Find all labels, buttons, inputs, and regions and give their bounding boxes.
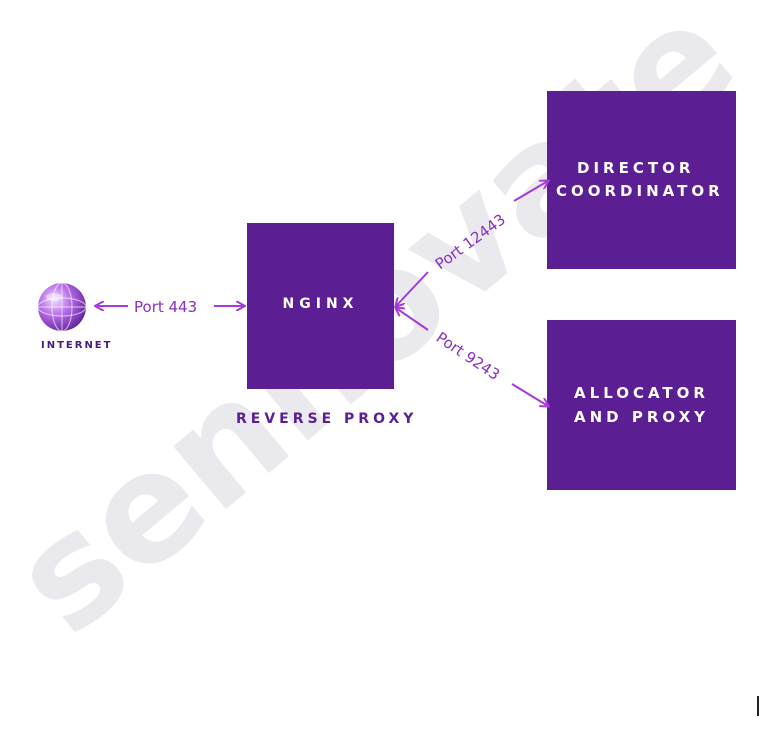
and-proxy-label: AND PROXY [573, 408, 710, 426]
nginx-box [247, 223, 394, 389]
internet-caption: INTERNET [41, 340, 113, 351]
allocator-proxy-box [547, 320, 736, 490]
coordinator-label: COORDINATOR [556, 182, 724, 200]
allocator-label: ALLOCATOR [574, 384, 709, 402]
port-9243-label: Port 9243 [433, 328, 503, 384]
director-coordinator-box [547, 91, 736, 269]
port-12443-label: Port 12443 [432, 210, 509, 273]
globe-icon [37, 282, 87, 332]
port-443-label: Port 443 [134, 298, 197, 316]
nginx-label: NGINX [282, 296, 359, 312]
reverse-proxy-caption: REVERSE PROXY [236, 411, 418, 427]
text-cursor [757, 696, 759, 716]
director-label: DIRECTOR [577, 159, 695, 177]
arrow-nginx-allocator-b [511, 383, 548, 406]
arrow-nginx-allocator-a [396, 308, 429, 331]
arrow-nginx-director-b [513, 181, 548, 202]
arrow-nginx-director-a [396, 271, 429, 306]
